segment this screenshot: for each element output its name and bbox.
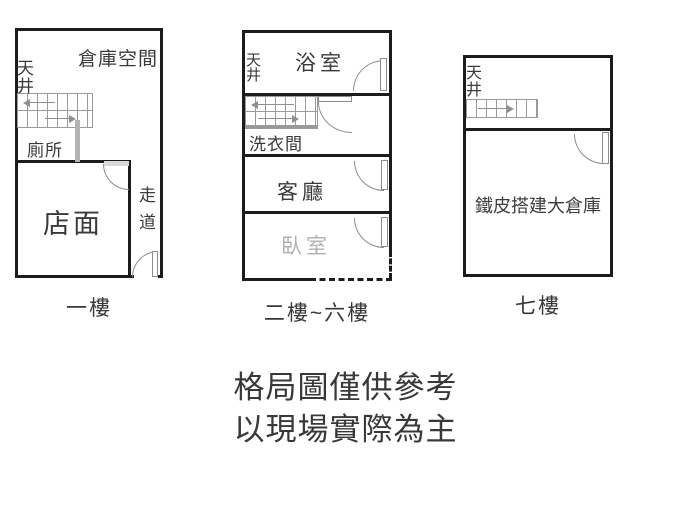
floor2-bathroom-label: 浴室 <box>295 52 345 75</box>
floor2-bathroom-door-leaf <box>380 58 387 91</box>
floor2-divider-living <box>245 211 389 214</box>
floor2-living-label: 客廳 <box>277 181 327 204</box>
floor1-corridor-door-leaf <box>152 251 158 277</box>
floor2-bottom-wall-dashed <box>310 278 392 281</box>
floor7-skylight-label: 天井 <box>466 65 483 99</box>
floor7-warehouse-label: 鐵皮搭建大倉庫 <box>475 196 601 216</box>
disclaimer-line1: 格局圖僅供參考 <box>233 370 458 405</box>
floor1-toilet-label: 廁所 <box>27 141 63 160</box>
floor1-stairs-icon <box>17 93 93 128</box>
floor1-warehouse-label: 倉庫空間 <box>78 49 159 70</box>
floor1-stairs-up-arrow-line <box>30 102 55 103</box>
floor7-stairs-arrow-line <box>478 108 507 109</box>
floor1-stairs-down-arrow-line <box>45 118 69 119</box>
floor7-door-leaf <box>602 132 609 164</box>
floor7-outer-wall <box>463 55 613 277</box>
floor1-stairs-up-arrow-icon <box>23 99 30 107</box>
floor1-walkway-label: 走道 <box>139 186 156 232</box>
floor2-divider-laundry <box>245 154 389 157</box>
floor7-divider <box>466 128 612 131</box>
floor1-skylight-label: 天井 <box>17 59 34 96</box>
floor7-title: 七樓 <box>515 295 561 318</box>
floor2-stairs-down-arrow-icon <box>292 115 299 123</box>
floor1-storefront-door-leaf <box>104 161 129 166</box>
floor1-stairs-down-arrow-icon <box>69 115 76 123</box>
floor2-skylight-label: 天井 <box>246 52 262 84</box>
floor2-stairs-up-arrow-line <box>258 104 294 105</box>
floor2-stairs-up-arrow-icon <box>251 101 258 109</box>
floor2-bedroom-door-leaf <box>381 217 388 247</box>
floor1-storefront-wall <box>15 160 131 278</box>
floor2-stairs-midline <box>246 111 317 112</box>
floor2-right-wall-dashed <box>389 251 392 279</box>
floor1-title: 一樓 <box>66 297 112 320</box>
floor2-stairs-down-arrow-line <box>258 118 292 119</box>
floor2-bedroom-label: 臥室 <box>281 235 331 258</box>
floor1-storefront-label: 店面 <box>43 209 103 239</box>
floor2-living-door-leaf <box>381 160 388 190</box>
disclaimer-line2: 以現場實際為主 <box>233 412 458 447</box>
floor7-stairs-arrow-icon <box>507 105 514 113</box>
floor2-laundry-label: 洗衣間 <box>249 135 303 154</box>
floor2-title: 二樓~六樓 <box>263 302 371 325</box>
floor1-stairs-midline <box>18 110 92 111</box>
floor2-divider-bath <box>245 93 389 96</box>
floor1-stair-riser-bar <box>75 120 80 162</box>
